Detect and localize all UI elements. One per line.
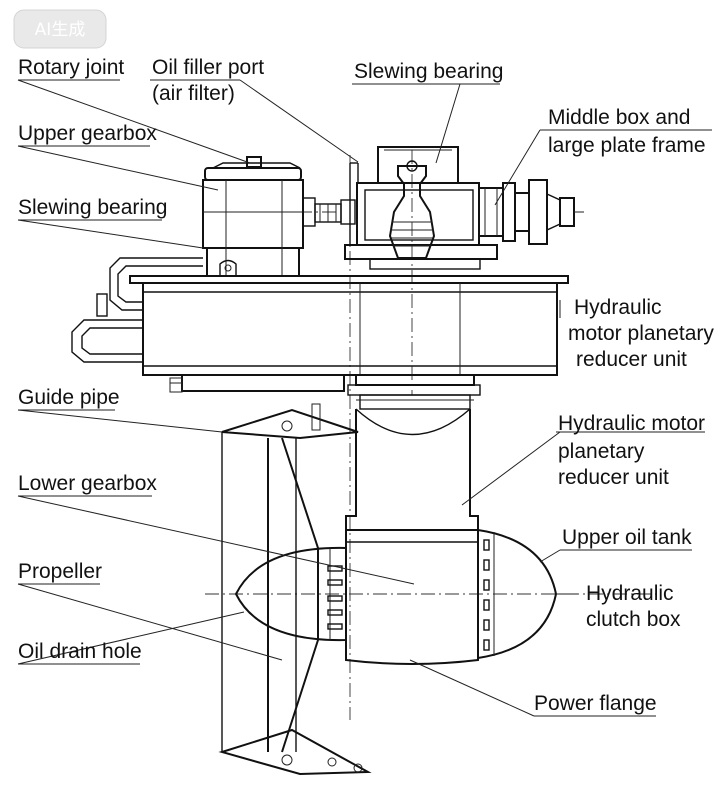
machine-drawing — [71, 146, 660, 776]
upper-oil-tank-dome — [477, 528, 558, 660]
label-slewing-bearing-top: Slewing bearing — [354, 60, 503, 83]
oil-sump — [169, 374, 345, 393]
leader-hmpr-lower — [461, 431, 561, 506]
leader-power-flange — [409, 659, 535, 717]
label-clutch-line2: clutch box — [586, 608, 681, 631]
coupling — [302, 197, 356, 227]
leader-lower-gearbox — [17, 495, 415, 585]
label-upper-oil-tank: Upper oil tank — [562, 526, 692, 549]
label-hmpr-upper-line1: Hydraulic — [574, 296, 662, 319]
label-rotary-joint: Rotary joint — [18, 56, 124, 79]
label-hmpr-lower-line1: Hydraulic motor — [558, 412, 705, 435]
label-slewing-bearing-left: Slewing bearing — [18, 196, 167, 219]
label-hmpr-upper-line3: reducer unit — [576, 348, 687, 371]
label-hmpr-lower-line2: planetary — [558, 440, 645, 463]
label-hmpr-upper-line2: motor planetary — [568, 322, 714, 345]
vertical-column — [345, 408, 479, 531]
label-guide-pipe: Guide pipe — [18, 386, 120, 409]
leader-upper-oil-tank — [539, 549, 561, 563]
label-middle-box-line1: Middle box and — [548, 106, 690, 129]
leader-rotary-joint — [17, 79, 251, 164]
label-middle-box-line2: large plate frame — [548, 134, 706, 157]
labels: Rotary joint Oil filler port (air filter… — [18, 56, 714, 715]
label-power-flange: Power flange — [534, 692, 657, 715]
nozzle-shroud — [218, 403, 372, 776]
leader-slewing-left — [17, 219, 204, 249]
watermark-text: AI生成 — [35, 20, 86, 40]
watermark-badge: AI生成 — [13, 9, 107, 49]
label-oil-drain-hole: Oil drain hole — [18, 640, 142, 663]
lower-slewing-ring — [347, 374, 481, 410]
label-propeller: Propeller — [18, 560, 102, 583]
label-clutch-line1: Hydraulic — [586, 582, 674, 605]
label-oil-filler-port: Oil filler port — [152, 56, 264, 79]
leader-oil-drain — [17, 611, 245, 665]
upper-gearbox-body — [202, 156, 304, 277]
leader-lines — [17, 79, 712, 717]
lower-pod-body — [345, 529, 479, 665]
label-hmpr-lower-line3: reducer unit — [558, 466, 669, 489]
leader-guide-pipe — [17, 409, 223, 433]
leader-oil-filler — [239, 79, 359, 163]
slewing-bearing-stack — [388, 160, 436, 259]
large-plate-frame — [129, 275, 569, 376]
leader-upper-gearbox — [17, 145, 219, 191]
label-oil-filler-air-filter: (air filter) — [152, 82, 235, 105]
right-motor-flange — [478, 179, 584, 245]
label-lower-gearbox: Lower gearbox — [18, 472, 157, 495]
propeller-hub — [234, 546, 347, 642]
leader-propeller — [17, 583, 283, 661]
label-upper-gearbox: Upper gearbox — [18, 122, 157, 145]
guide-pipe-assembly — [71, 257, 203, 363]
leader-middle-box — [494, 129, 541, 206]
leader-slewing-top — [435, 83, 461, 164]
